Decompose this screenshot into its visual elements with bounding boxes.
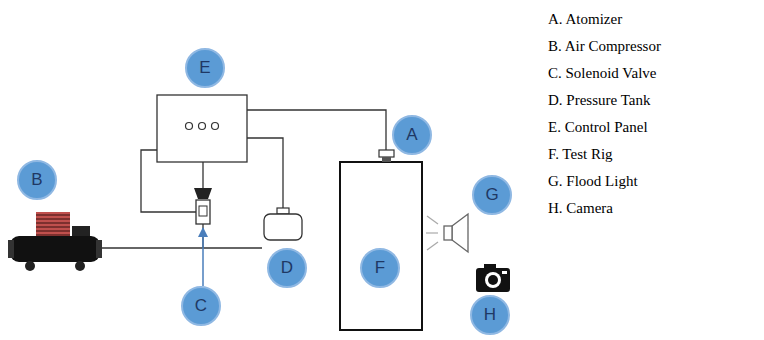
callout-circle: F (360, 248, 400, 288)
part-label: D. Pressure Tank (548, 92, 650, 109)
part-label: F. Test Rig (548, 146, 613, 163)
atomizer (379, 150, 394, 162)
callout-circle: H (470, 295, 510, 335)
part-label: E. Control Panel (548, 119, 648, 136)
part-label: A. Atomizer (548, 11, 622, 28)
solenoid-valve (194, 188, 212, 224)
flood-light (426, 214, 468, 252)
panel-knobs (186, 123, 219, 130)
callout-letter: A (406, 125, 417, 145)
callout-circle: B (17, 160, 57, 200)
callout-circle: D (267, 248, 307, 288)
callout-letter: E (199, 58, 210, 78)
callout-letter: H (484, 305, 496, 325)
part-label: G. Flood Light (548, 173, 638, 190)
part-label: C. Solenoid Valve (548, 65, 656, 82)
callout-letter: G (485, 185, 498, 205)
test-rig (340, 162, 422, 330)
leader-line (202, 228, 204, 286)
camera-icon (476, 264, 510, 292)
pressure-tank (264, 208, 302, 240)
air-compressor (8, 212, 102, 271)
callout-circle: E (185, 48, 225, 88)
part-label: H. Camera (548, 200, 613, 217)
callout-letter: F (375, 258, 385, 278)
callout-circle: A (392, 115, 432, 155)
control-panel (157, 95, 247, 162)
callout-letter: B (31, 170, 42, 190)
callout-letter: D (281, 258, 293, 278)
callout-circle: C (181, 286, 221, 326)
callout-letter: C (195, 296, 207, 316)
callout-circle: G (472, 175, 512, 215)
part-label: B. Air Compressor (548, 38, 661, 55)
